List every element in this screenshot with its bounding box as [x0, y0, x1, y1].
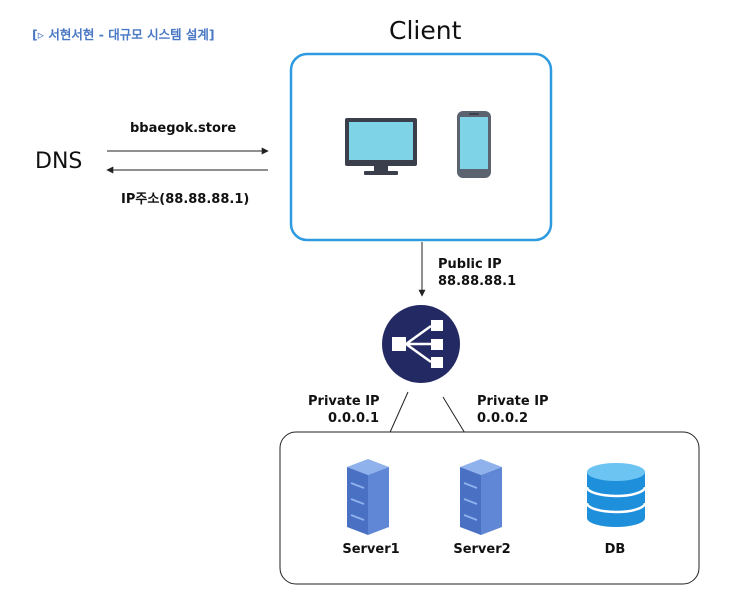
database-icon [585, 463, 647, 527]
server2-label: Server2 [453, 542, 511, 557]
public-ip-label: Public IP 88.88.88.1 [438, 256, 516, 290]
public-ip-address: 88.88.88.1 [438, 274, 517, 289]
dns-response-label: IP주소(88.88.88.1) [121, 192, 250, 207]
server-icon [460, 459, 502, 535]
db-label: DB [604, 542, 626, 557]
public-ip-title: Public IP [438, 257, 502, 272]
client-title: Client [389, 16, 462, 45]
private-ip-title: Private IP [477, 394, 549, 409]
dns-label: DNS [35, 149, 83, 174]
smartphone-icon [457, 111, 491, 178]
private-ip-address: 0.0.0.2 [477, 411, 528, 426]
private-ip-label-2: Private IP 0.0.0.2 [477, 393, 549, 427]
dns-request-label: bbaegok.store [130, 121, 237, 136]
client-box [289, 52, 553, 242]
server-icon [347, 459, 389, 535]
private-ip-address: 0.0.0.1 [328, 411, 379, 426]
private-ip-label-1: Private IP 0.0.0.1 [308, 393, 380, 427]
load-balancer-icon [382, 305, 460, 383]
server1-label: Server1 [342, 542, 400, 557]
monitor-icon [345, 118, 417, 175]
private-ip-title: Private IP [308, 394, 380, 409]
header-tag: [▹ 서현서현 - 대규모 시스템 설계] [32, 27, 215, 42]
